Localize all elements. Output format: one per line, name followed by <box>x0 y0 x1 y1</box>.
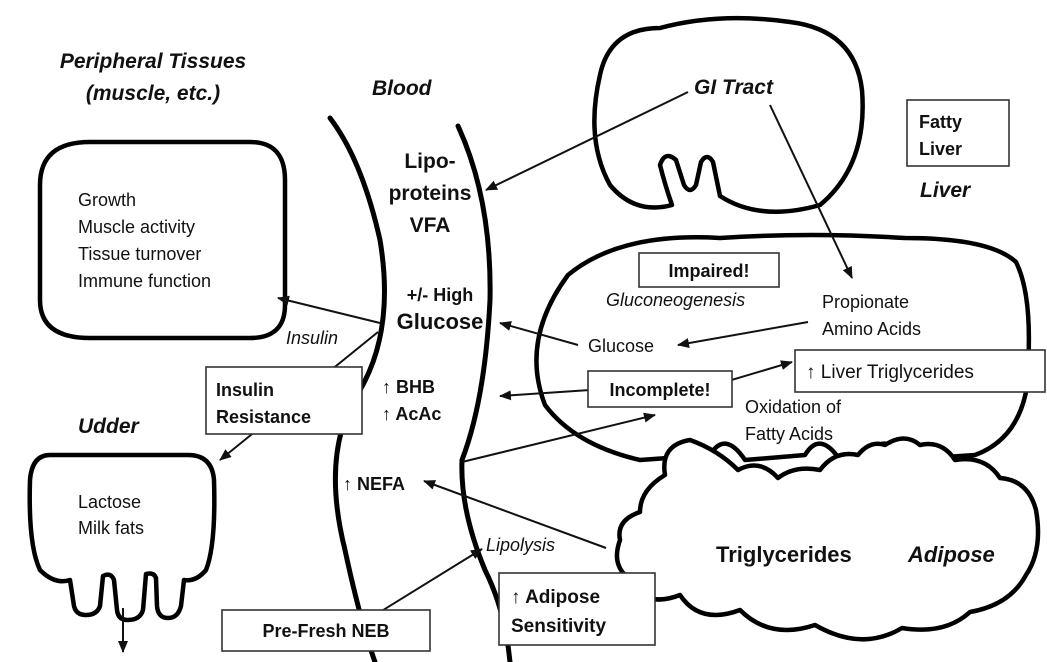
blood-lipoproteins-line1: Lipo- <box>404 150 455 173</box>
pre-fresh-neb-label: Pre-Fresh NEB <box>262 621 389 641</box>
impaired-box: Impaired! <box>639 253 779 287</box>
liver-title: Liver <box>920 179 972 202</box>
peripheral-tissues-title: Peripheral Tissues <box>60 50 246 73</box>
blood-glucose: Glucose <box>397 309 484 334</box>
liver-glucose: Glucose <box>588 336 654 356</box>
arrow-blood-to-peripheral <box>278 298 380 323</box>
adipose-triglycerides: Triglycerides <box>716 542 852 567</box>
blood-lipoproteins-line2: proteins <box>389 182 472 205</box>
blood-acac: ↑ AcAc <box>382 404 441 424</box>
peripheral-function-immune: Immune function <box>78 271 211 291</box>
adipose-sensitivity-line2: Sensitivity <box>511 616 606 637</box>
impaired-label: Impaired! <box>668 261 749 281</box>
gi-tract-title: GI Tract <box>694 76 774 99</box>
peripheral-function-growth: Growth <box>78 190 136 210</box>
blood-glucose-prefix: +/- High <box>407 285 474 305</box>
peripheral-tissues-subtitle: (muscle, etc.) <box>86 82 220 105</box>
liver-oxidation-line2: Fatty Acids <box>745 424 833 444</box>
lipolysis-process-label: Lipolysis <box>486 535 555 555</box>
peripheral-tissue-outline <box>40 142 285 338</box>
blood-bhb: ↑ BHB <box>382 377 435 397</box>
adipose-sensitivity-box: ↑ Adipose Sensitivity <box>499 573 655 645</box>
fatty-liver-box: Fatty Liver <box>907 100 1009 166</box>
blood-nefa: ↑ NEFA <box>343 474 405 494</box>
arrow-neb-to-lipolysis <box>380 549 482 612</box>
gi-tract-outline <box>594 18 862 212</box>
pre-fresh-neb-box: Pre-Fresh NEB <box>222 610 430 651</box>
insulin-process-label: Insulin <box>286 328 338 348</box>
incomplete-label: Incomplete! <box>609 380 710 400</box>
insulin-resistance-line1: Insulin <box>216 380 274 400</box>
insulin-resistance-box: Insulin Resistance <box>206 367 362 434</box>
blood-vfa: VFA <box>410 214 451 237</box>
udder-product-lactose: Lactose <box>78 492 141 512</box>
udder-product-milk-fats: Milk fats <box>78 518 144 538</box>
liver-triglycerides-box: ↑ Liver Triglycerides <box>795 350 1045 392</box>
adipose-outline <box>617 439 1038 640</box>
adipose-title: Adipose <box>907 542 995 567</box>
adipose-sensitivity-line1: ↑ Adipose <box>511 587 600 608</box>
liver-oxidation-line1: Oxidation of <box>745 397 842 417</box>
fatty-liver-line1: Fatty <box>919 112 962 132</box>
blood-title: Blood <box>372 77 433 100</box>
peripheral-function-muscle: Muscle activity <box>78 217 195 237</box>
incomplete-box: Incomplete! <box>588 371 732 407</box>
liver-triglycerides-label: ↑ Liver Triglycerides <box>806 362 974 383</box>
udder-title: Udder <box>78 415 141 438</box>
liver-gluconeogenesis-label: Gluconeogenesis <box>606 290 745 310</box>
fatty-liver-line2: Liver <box>919 139 962 159</box>
liver-amino-acids: Amino Acids <box>822 319 921 339</box>
insulin-resistance-line2: Resistance <box>216 407 311 427</box>
liver-propionate: Propionate <box>822 292 909 312</box>
peripheral-function-turnover: Tissue turnover <box>78 244 201 264</box>
